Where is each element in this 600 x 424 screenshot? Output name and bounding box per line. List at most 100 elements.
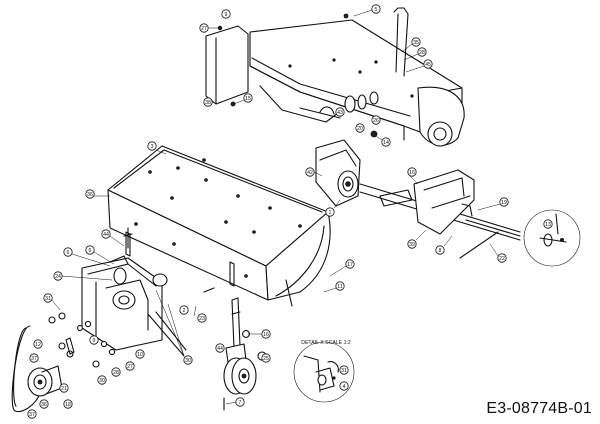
callout-8: 8 [435,245,445,255]
callout-28: 28 [417,47,427,57]
svg-text:28: 28 [419,50,425,56]
svg-text:10: 10 [137,352,143,358]
callout-12: 12 [33,339,43,349]
svg-text:44: 44 [103,232,109,238]
callout-11: 11 [335,281,345,291]
svg-text:12: 12 [35,342,41,348]
document-code: E3-08774B-01 [486,400,592,417]
callout-15: 15 [243,93,253,103]
callout-24: 24 [53,271,63,281]
svg-text:30: 30 [185,358,191,364]
callout-38: 37 [27,409,37,419]
callout-30: 30 [183,355,193,365]
svg-text:23: 23 [199,316,205,322]
callout-40: 38 [203,97,213,107]
svg-text:39: 39 [409,242,415,248]
callout-42: 42 [305,167,315,177]
callout-27: 27 [125,361,135,371]
svg-text:18: 18 [65,402,71,408]
callout-41: 39 [407,239,417,249]
callout-25: 25 [261,353,271,363]
callout-9: 9 [221,9,231,19]
callout-34: 31 [43,293,53,303]
callout-39: 37 [29,353,39,363]
callout-45: 45 [423,59,433,69]
svg-text:20: 20 [357,126,363,132]
svg-text:36: 36 [87,192,93,198]
callout-6-b: 6 [85,245,95,255]
callout-9-low: 9 [89,335,99,345]
callout-28-low: 28 [111,367,121,377]
svg-text:5: 5 [375,7,378,13]
svg-text:36: 36 [41,402,47,408]
callout-10: 10 [135,349,145,359]
callout-44-top: 44 [101,229,111,239]
svg-text:19: 19 [501,200,507,206]
svg-text:16: 16 [263,332,269,338]
svg-text:30: 30 [99,378,105,384]
callout-16: 16 [407,167,417,177]
svg-text:25: 25 [263,356,269,362]
main-housing [107,145,331,307]
callout-labels: 27 9 5 35 28 45 38 15 43 20 26 14 42 1 1… [27,4,553,419]
callout-26: 26 [371,115,381,125]
callout-6-a: 6 [63,247,73,257]
svg-text:27: 27 [127,364,133,370]
svg-text:28: 28 [113,370,119,376]
svg-text:6: 6 [89,248,92,254]
svg-text:7: 7 [239,400,242,406]
callout-18: 18 [63,399,73,409]
svg-text:21: 21 [61,386,67,392]
svg-text:31: 31 [341,368,347,374]
upper-frame-assembly [205,7,465,147]
callout-33: 30 [97,375,107,385]
callout-37: 36 [39,399,49,409]
svg-text:38: 38 [205,100,211,106]
svg-text:42: 42 [307,170,313,176]
svg-text:14: 14 [383,140,389,146]
callout-36-housing: 36 [85,189,95,199]
callout-1: 1 [325,207,335,217]
callout-14: 14 [381,137,391,147]
svg-text:31: 31 [45,296,51,302]
callout-31: 31 [339,365,349,375]
svg-text:6: 6 [67,250,70,256]
svg-text:3: 3 [151,144,154,150]
callout-44-caster: 44 [215,343,225,353]
svg-text:4: 4 [343,384,346,390]
callout-2: 2 [179,305,189,315]
callout-21: 21 [59,383,69,393]
svg-text:37: 37 [31,356,37,362]
caster-wheel [223,297,267,411]
belt-pulley [11,325,63,412]
svg-text:27: 27 [201,26,207,32]
svg-text:15: 15 [245,96,251,102]
svg-text:37: 37 [29,412,35,418]
callout-23: 23 [197,313,207,323]
callout-5: 5 [371,4,381,14]
svg-text:24: 24 [55,274,61,280]
svg-text:35: 35 [413,40,419,46]
side-gear-housing [48,227,187,368]
svg-text:45: 45 [425,62,431,68]
svg-text:1: 1 [329,210,332,216]
callout-43: 43 [335,107,345,117]
svg-text:8: 8 [439,248,442,254]
svg-text:44: 44 [217,346,223,352]
svg-text:16: 16 [409,170,415,176]
callout-29: 27 [199,23,209,33]
gearbox-shaft-assembly [315,139,581,267]
svg-text:2: 2 [183,308,186,314]
callout-3: 3 [147,141,157,151]
svg-text:13: 13 [545,222,551,228]
callout-22: 22 [497,253,507,263]
detail-x [293,341,355,403]
detail-note: DETAIL X SCALE 1:2 [301,340,351,346]
svg-text:9: 9 [225,12,228,18]
callout-20: 20 [355,123,365,133]
callout-35: 35 [411,37,421,47]
callout-16-caster: 16 [261,329,271,339]
svg-text:9: 9 [93,338,96,344]
svg-text:43: 43 [337,110,343,116]
